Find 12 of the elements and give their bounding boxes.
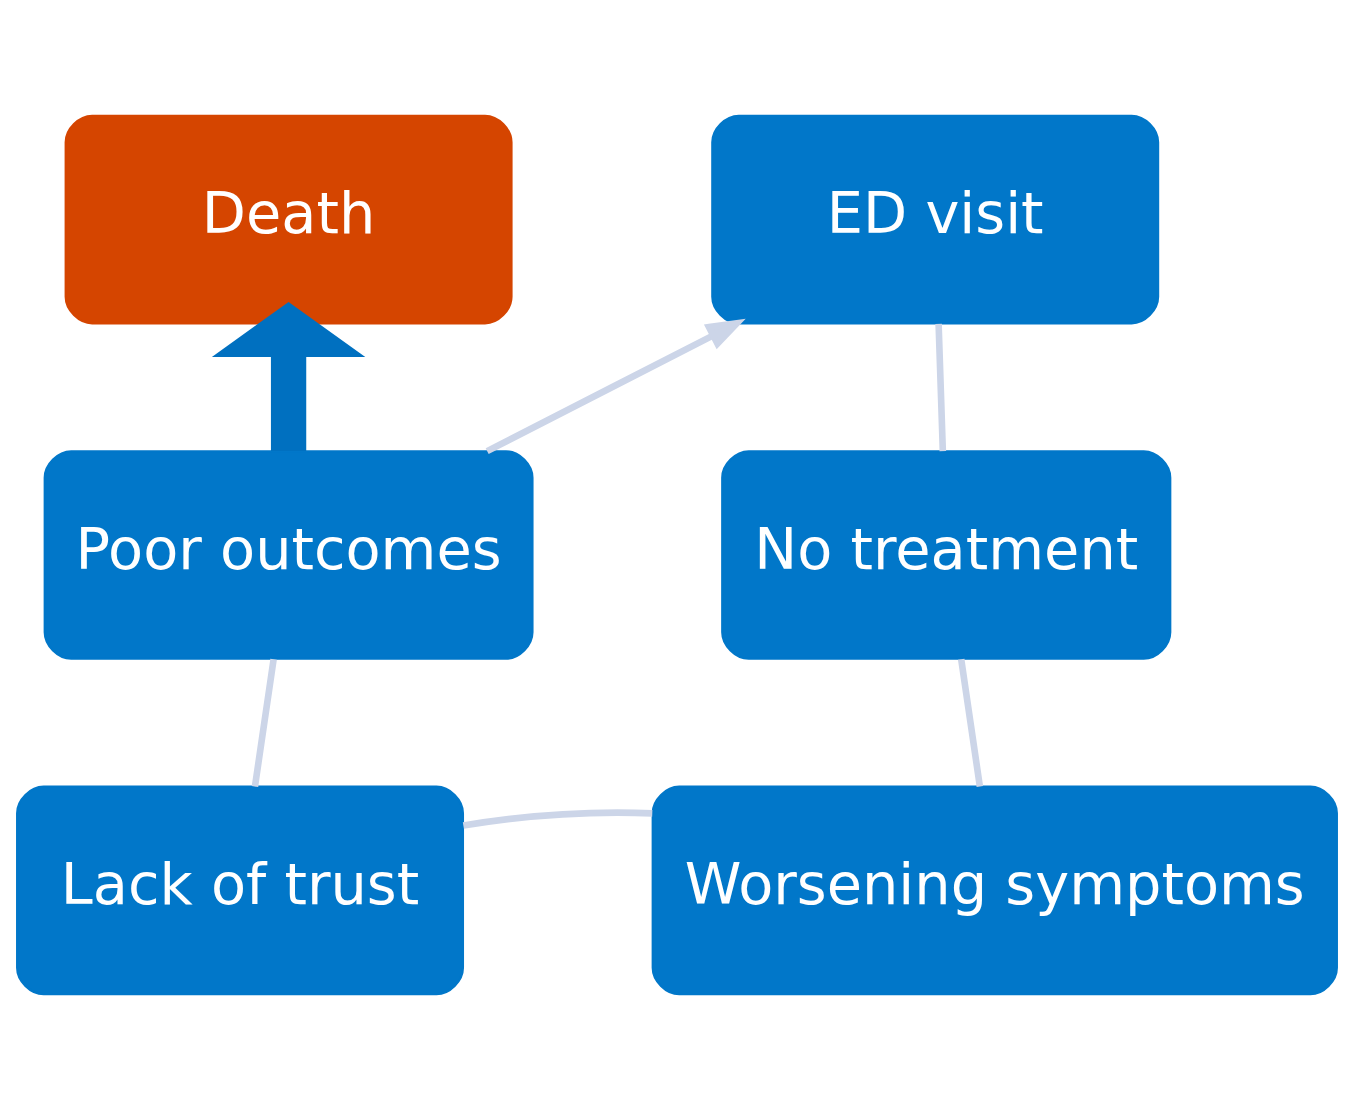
node-box: Lack of trust [16, 785, 465, 996]
node-box: Death [64, 114, 513, 325]
arrow [485, 318, 746, 455]
connector [251, 658, 277, 788]
connector [935, 323, 947, 452]
node-box: ED visit [711, 114, 1160, 325]
connector [957, 658, 984, 788]
arrow [211, 302, 366, 452]
node-box: Poor outcomes [43, 450, 534, 660]
node-box: Worsening symptoms [651, 785, 1338, 996]
node-box: No treatment [721, 450, 1172, 660]
connector [462, 809, 653, 829]
